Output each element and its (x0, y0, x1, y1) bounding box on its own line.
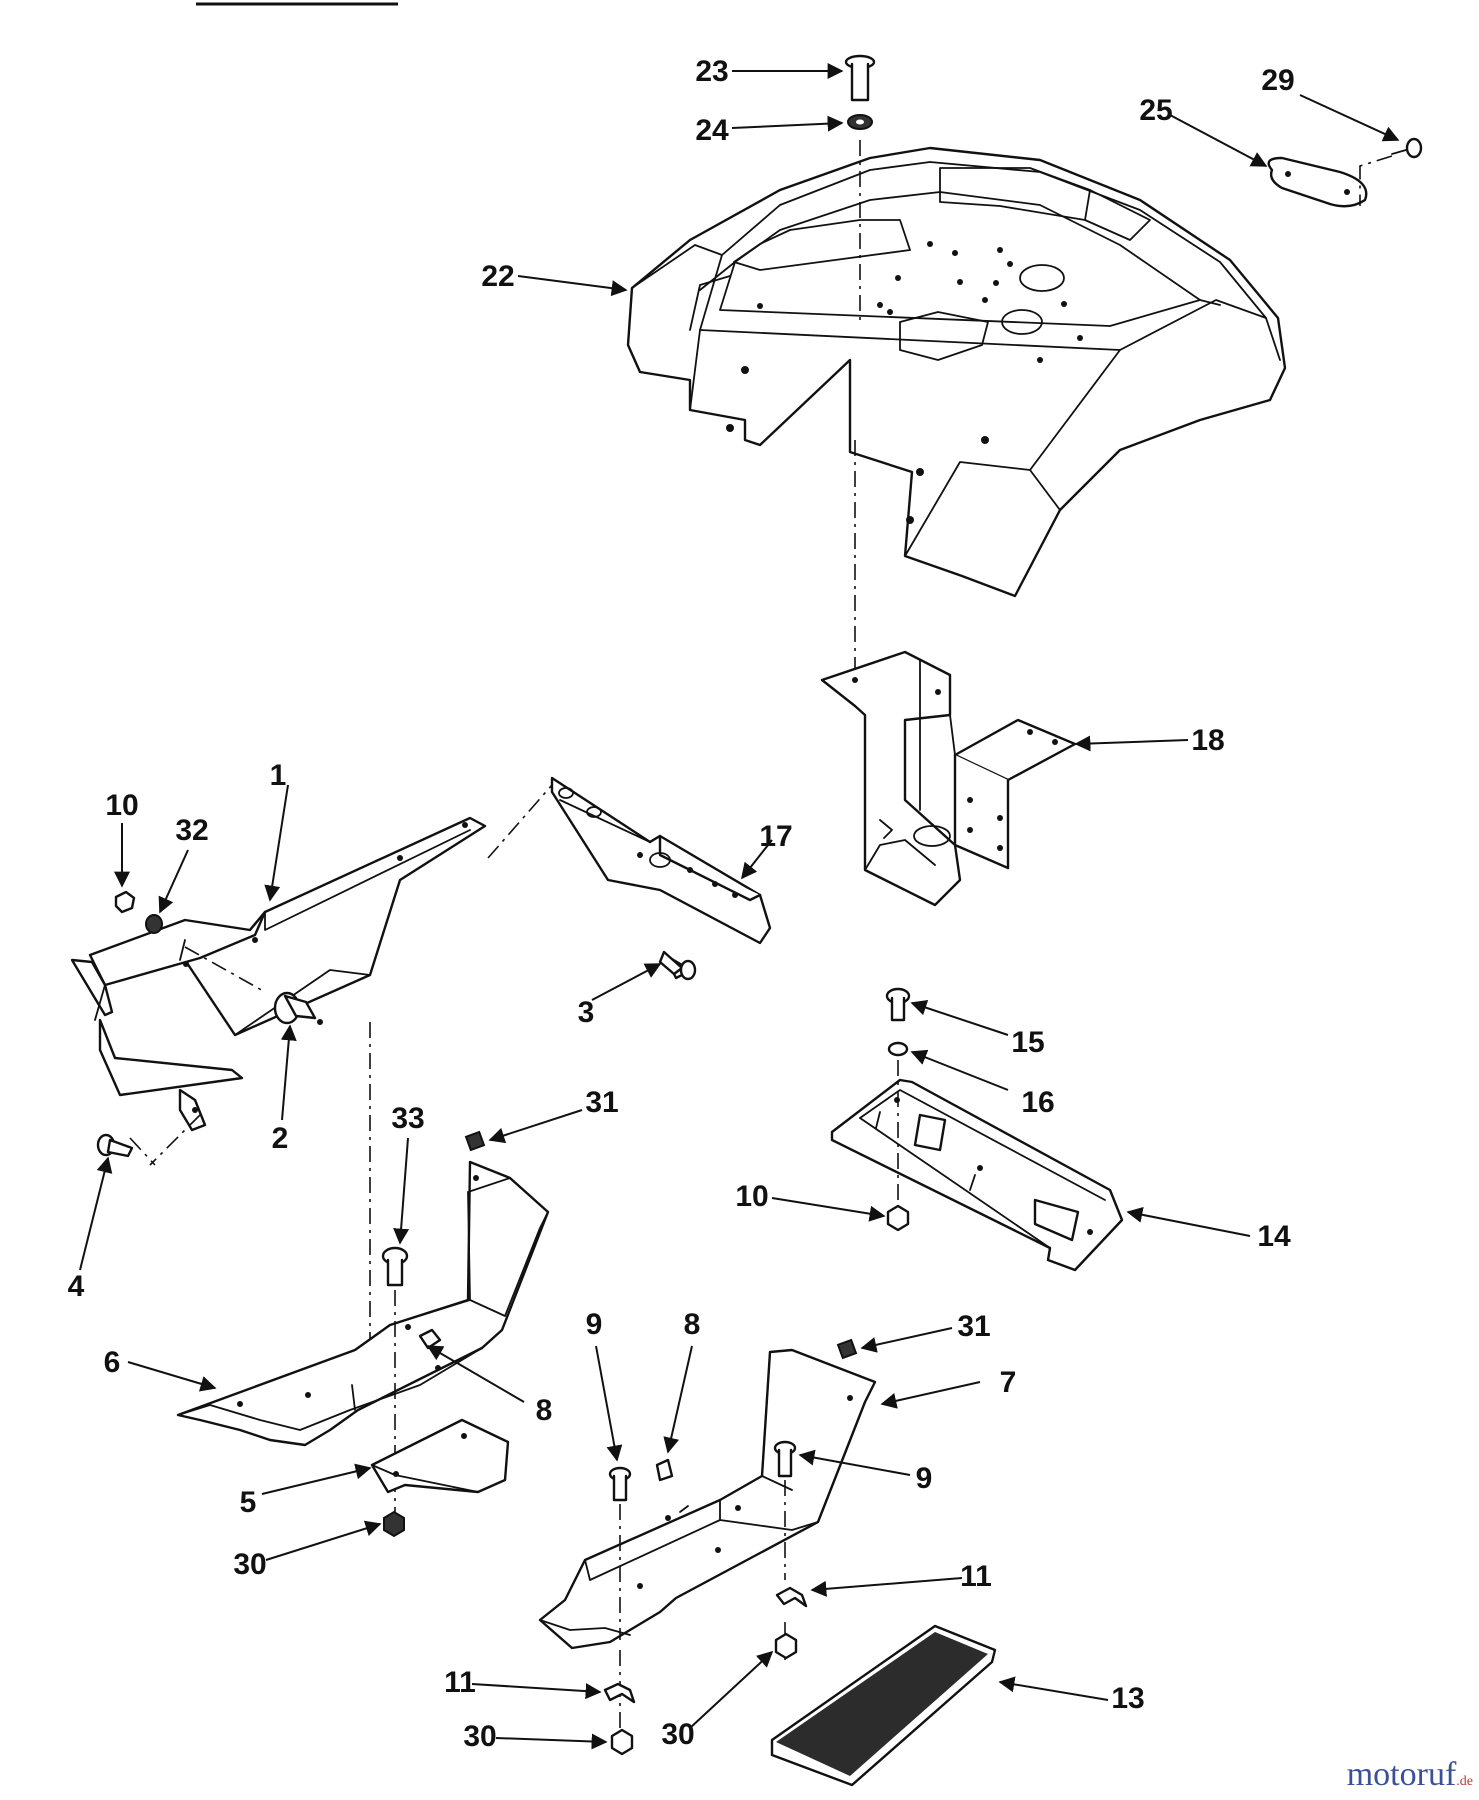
clip-31-left-part (464, 1130, 486, 1152)
callout-label: 1 (270, 759, 287, 792)
clip-11-right-part (775, 1586, 808, 1608)
cover-plate-part (1267, 137, 1423, 208)
callout-label: 9 (586, 1308, 603, 1341)
callout-label: 31 (585, 1086, 618, 1119)
callout-label: 23 (695, 55, 728, 88)
fender-pan-part (626, 146, 1287, 598)
centerline (184, 946, 266, 993)
callout-label: 24 (695, 114, 729, 147)
floor-pan-6-part (176, 1160, 550, 1447)
callout-label: 32 (175, 814, 208, 847)
callout-label: 10 (105, 789, 138, 822)
callout-label: 33 (391, 1102, 424, 1135)
callout-label: 15 (1011, 1026, 1044, 1059)
callout-label: 6 (104, 1346, 121, 1379)
nut-30-right-part (774, 1632, 798, 1660)
callout-label: 16 (1021, 1086, 1054, 1119)
centerline (149, 1114, 201, 1166)
callout-label: 4 (68, 1270, 85, 1303)
bracket-18-part (820, 650, 1077, 907)
bolt-4-part (96, 1133, 134, 1158)
nut-30-bottom-part (610, 1728, 634, 1756)
centerline (487, 784, 553, 859)
callout-label: 30 (463, 1720, 496, 1753)
bolt-33-part (381, 1246, 409, 1287)
top-bolt-part (844, 54, 876, 130)
callout-label: 29 (1261, 64, 1294, 97)
callout-label: 11 (444, 1666, 476, 1699)
callout-label: 5 (240, 1486, 257, 1519)
clip-11-left-part (603, 1682, 636, 1704)
nut-10-left-part (114, 890, 136, 914)
bolt-9-right-part (773, 1440, 797, 1478)
callout-label: 25 (1139, 94, 1172, 127)
angle-bracket-17-part (550, 776, 772, 945)
clip-8-right-part (655, 1458, 674, 1482)
callout-label: 14 (1257, 1220, 1291, 1253)
callout-label: 3 (578, 996, 595, 1029)
nut-10-right-part (886, 1204, 910, 1232)
footrest-1-part (70, 816, 487, 1132)
lock-nut-32-part (145, 914, 163, 934)
rear-support-14-part (830, 1078, 1124, 1272)
callout-label: 2 (272, 1122, 289, 1155)
callout-label: 22 (481, 260, 514, 293)
callout-label: 8 (684, 1308, 701, 1341)
bolt-3-part (658, 950, 697, 981)
leader-lines (79, 63, 1400, 1750)
callout-label: 31 (957, 1310, 990, 1343)
callout-label: 7 (1000, 1366, 1017, 1399)
callout-label: 13 (1111, 1682, 1144, 1715)
callout-label: 18 (1191, 724, 1224, 757)
callout-labels: 1 2 3 4 5 6 7 8 8 9 9 10 10 11 11 13 14 … (68, 55, 1295, 1753)
nut-30-left-part (383, 1510, 405, 1538)
centerline (129, 1137, 156, 1166)
callout-label: 11 (960, 1560, 992, 1593)
callout-label: 30 (233, 1548, 266, 1581)
bolt-15-part (885, 987, 911, 1057)
bolt-9-left-part (608, 1466, 632, 1502)
clip-31-right-part (836, 1338, 858, 1360)
support-5-part (370, 1418, 510, 1494)
watermark: motoruf.de (1347, 1756, 1473, 1794)
watermark-name: motoruf (1346, 1756, 1457, 1793)
floor-mat-13-part (770, 1624, 997, 1787)
callout-label: 30 (661, 1718, 694, 1751)
callout-label: 10 (735, 1180, 768, 1213)
floor-pan-7-part (538, 1348, 877, 1650)
callout-label: 8 (536, 1394, 553, 1427)
callout-label: 17 (759, 820, 792, 853)
watermark-tld: .de (1456, 1774, 1473, 1789)
callout-label: 9 (916, 1462, 933, 1495)
